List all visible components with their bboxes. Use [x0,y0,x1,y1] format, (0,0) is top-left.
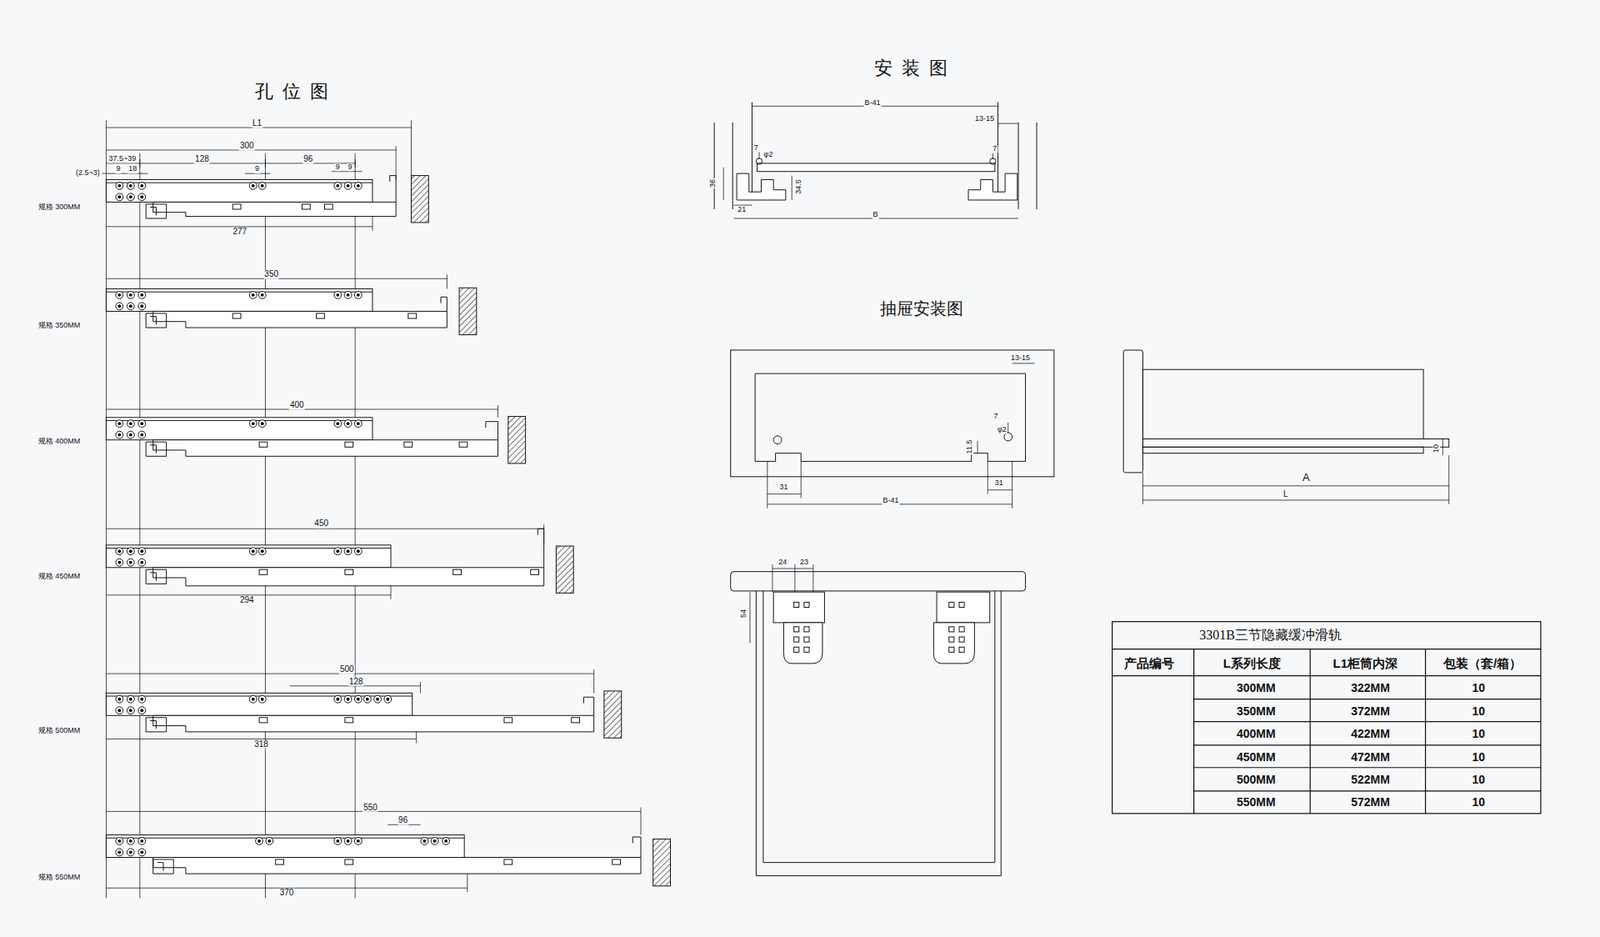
dimension-label: 37.5~39 [108,155,138,163]
slide-350 [105,287,476,335]
spec-table [1112,621,1541,814]
drawer-side [1123,350,1450,505]
installation-view [714,101,1037,219]
dimension-label: 18 [127,165,138,174]
dimension-label: 9 [254,165,260,174]
table-cell: 400MM [1235,727,1277,740]
table-cell: 550MM [1235,795,1277,809]
dimension-label: 10 [1432,443,1440,454]
dimension-label: 96 [302,155,314,165]
slide-400 [105,416,525,464]
spec-label: 规格 400MM [37,437,82,445]
dimension-label: 7 [753,144,760,152]
drawer-front [730,564,1026,875]
dimension-label: B-41 [881,497,900,505]
dimension-label: 300 [239,141,255,151]
dimension-label: 370 [279,888,295,898]
dimension-label: 24 [777,558,788,566]
table-cell: 500MM [1235,773,1277,786]
dimension-label: L [1282,489,1290,499]
dimension-label: B [872,211,880,220]
table-cell: 572MM [1350,795,1391,809]
table-cell: 10 [1470,795,1486,809]
dimension-label: φ2 [996,425,1008,434]
dimension-label: (2.5~3) [75,169,101,177]
dimension-label: 9 [115,165,122,174]
dimension-label: 23 [799,558,810,566]
view-heading: 抽屉安装图 [879,299,965,317]
view-heading: 孔位图 [254,82,339,102]
dimension-lines [102,127,641,892]
table-header: 产品编号 [1123,656,1175,670]
dimension-label: 400 [289,400,305,410]
dimension-label: B-41 [863,99,881,107]
dimension-label: 13-15 [1010,354,1031,362]
dimension-label: 36 [709,178,717,189]
dimension-label: 11.5 [966,439,975,455]
table-cell: 10 [1470,750,1486,763]
dimension-label: 550 [362,802,379,812]
dimension-label: 31 [778,484,789,492]
dimension-label: 54 [740,608,748,619]
dimension-label: L1 [251,119,263,129]
table-cell: 472MM [1350,750,1391,763]
dimension-label: 7 [991,145,998,153]
dimension-label: A [1301,471,1311,484]
table-cell: 350MM [1235,704,1277,717]
guide-lines [105,120,411,898]
dimension-label: 277 [231,227,248,237]
table-cell: 422MM [1350,727,1391,740]
table-header: L1柜筒内深 [1332,656,1400,670]
slide-450 [105,528,574,593]
dimension-label: 350 [263,270,280,280]
table-header: 包装（套/箱） [1442,656,1523,670]
dimension-label: 96 [397,815,409,825]
slide-500 [105,690,621,738]
table-cell: 522MM [1350,773,1391,786]
spec-label: 规格 450MM [37,572,82,580]
table-cell: 10 [1470,773,1486,786]
drawer-plan [730,350,1055,509]
dimension-label: 21 [736,206,747,215]
table-header: L系列长度 [1222,656,1282,670]
spec-label: 规格 350MM [37,321,82,330]
table-cell: 372MM [1350,704,1391,717]
table-cell: 10 [1470,727,1486,740]
table-cell: 450MM [1235,750,1277,763]
dimension-label: 500 [339,665,355,675]
slide-300 [105,175,429,223]
spec-label: 规格 300MM [37,203,82,211]
table-cell: 322MM [1350,681,1391,695]
dimension-label: 450 [313,519,330,529]
dimension-label: φ2 [763,150,775,159]
dimension-label: 34.5 [795,178,803,195]
view-heading: 安装图 [873,58,958,78]
spec-label: 规格 550MM [37,873,82,881]
dimension-label: 9 [335,163,341,171]
table-cell: 300MM [1235,681,1277,695]
dimension-label: 13-15 [974,115,995,124]
table-cell: 10 [1470,681,1486,695]
dimension-label: 128 [348,677,365,687]
dimension-label: 128 [194,155,210,165]
dimension-label: 9 [346,163,353,171]
dimension-label: 31 [994,480,1005,488]
slide-550 [105,835,670,886]
spec-label: 规格 500MM [37,726,82,735]
dimension-label: 7 [993,412,1000,420]
dimension-label: 294 [239,595,255,605]
table-cell: 10 [1470,704,1486,717]
dimension-label: 318 [253,739,270,749]
table-title: 3301B三节隐藏缓冲滑轨 [1198,627,1343,642]
